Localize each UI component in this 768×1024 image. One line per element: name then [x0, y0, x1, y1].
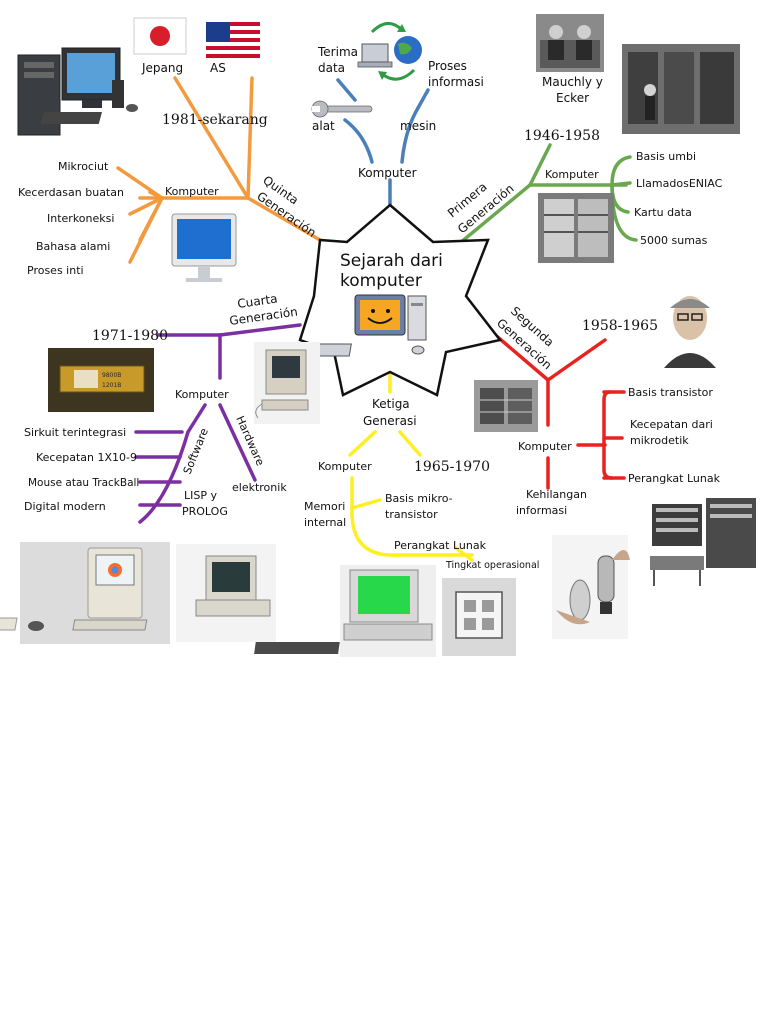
scientist-portrait-photo	[660, 288, 722, 368]
cuarta-lisp-line2: PROLOG	[182, 505, 228, 518]
top-terima-line1: Terima	[317, 45, 358, 59]
cuarta-komputer: Komputer	[175, 388, 229, 401]
japan-flag-icon	[133, 17, 187, 55]
ketiga-memori-line1: Memori	[304, 500, 345, 513]
top-proses-line1: Proses	[428, 59, 467, 73]
segunda-loss-line2: informasi	[516, 504, 567, 517]
cuarta-lisp-line1: LISP y	[184, 489, 217, 502]
quinta-as: AS	[210, 61, 226, 75]
laptop-globe-icon	[357, 22, 422, 81]
center-title-line1: Sejarah dari	[340, 251, 443, 271]
segunda-item-2: mikrodetik	[630, 434, 689, 447]
cuarta-item-3: Digital modern	[24, 500, 106, 513]
ic-chip-photo: 9800B 1201B	[48, 348, 154, 412]
quinta-item-4: Proses inti	[27, 264, 84, 277]
cuarta-branch-lines	[134, 323, 302, 524]
ketiga-gen-line2: Generasi	[363, 414, 417, 428]
quinta-komputer: Komputer	[165, 185, 219, 198]
primera-years: 1946-1958	[524, 128, 600, 144]
top-alat-label: alat	[312, 119, 335, 133]
segunda-item-0: Basis transistor	[628, 386, 713, 399]
center-title-line2: komputer	[340, 271, 422, 291]
quinta-branch-lines	[116, 76, 322, 264]
ketiga-years: 1965-1970	[414, 459, 490, 475]
segunda-item-1: Kecepatan dari	[630, 418, 713, 431]
primera-people-line2: Ecker	[556, 91, 589, 105]
ketiga-basis-line2: transistor	[385, 508, 438, 521]
primera-item-0: Basis umbi	[636, 150, 696, 163]
cuarta-item-0: Sirkuit terintegrasi	[24, 426, 126, 439]
top-komputer-label: Komputer	[358, 166, 417, 180]
ic-chip-label-1: 9800B	[102, 372, 121, 379]
eniac-room-photo	[622, 44, 740, 134]
segunda-komputer: Komputer	[518, 440, 572, 453]
imac-image	[171, 213, 237, 282]
ketiga-gen-line1: Ketiga	[372, 397, 410, 411]
ketiga-tingkat: Tingkat operasional	[445, 560, 539, 571]
primera-branch-lines	[458, 143, 638, 245]
ketiga-komputer: Komputer	[318, 460, 372, 473]
quinta-item-2: Interkoneksi	[47, 212, 114, 225]
primera-komputer: Komputer	[545, 168, 599, 181]
cuarta-gen-line1: Cuarta	[236, 291, 278, 310]
vacuum-tube-photo	[552, 535, 630, 639]
ketiga-branch-lines	[348, 370, 474, 562]
primera-item-3: 5000 sumas	[640, 234, 708, 247]
segunda-years: 1958-1965	[582, 318, 658, 334]
top-branch-lines	[336, 78, 430, 207]
quinta-item-0: Mikrociut	[58, 160, 109, 173]
primera-item-2: Kartu data	[634, 206, 692, 219]
mainframe-photo	[644, 498, 762, 590]
top-proses-line2: informasi	[428, 75, 484, 89]
cuarta-item-1: Kecepatan 1X10-9	[36, 451, 137, 464]
cuarta-years: 1971-1980	[92, 328, 168, 344]
ibm-pc-photo	[254, 565, 436, 657]
cuarta-software: Software	[181, 426, 211, 476]
segunda-loss-line1: Kehilangan	[526, 488, 587, 501]
top-mesin-label: mesin	[400, 119, 436, 133]
ketiga-memori-line2: internal	[304, 516, 346, 529]
wrench-icon	[311, 100, 373, 118]
primera-people-line1: Mauchly y	[542, 75, 603, 89]
desktop-pc-image	[17, 47, 138, 136]
ic-chip-label-2: 1201B	[102, 382, 121, 389]
ketiga-perangkat: Perangkat Lunak	[394, 539, 487, 552]
primera-item-1: LlamadosENIAC	[636, 177, 723, 190]
transistor-machine-photo	[474, 380, 538, 432]
quinta-jepang: Jepang	[141, 61, 183, 75]
chip-photo	[442, 578, 516, 656]
quinta-item-3: Bahasa alami	[36, 240, 110, 253]
top-terima-line2: data	[318, 61, 345, 75]
ketiga-basis-line1: Basis mikro-	[385, 492, 453, 505]
eniac-panel-photo	[538, 193, 614, 263]
older-pc-photo	[72, 544, 276, 642]
quinta-years: 1981-sekarang	[162, 112, 268, 128]
mauchly-eckert-photo	[536, 14, 604, 72]
cuarta-elektronik: elektronik	[232, 481, 287, 494]
quinta-item-1: Kecerdasan buatan	[18, 186, 124, 199]
segunda-item-3: Perangkat Lunak	[628, 472, 721, 485]
cuarta-item-2: Mouse atau TrackBall	[28, 477, 139, 489]
usa-flag-icon	[206, 22, 260, 58]
macintosh-photo	[254, 342, 320, 424]
